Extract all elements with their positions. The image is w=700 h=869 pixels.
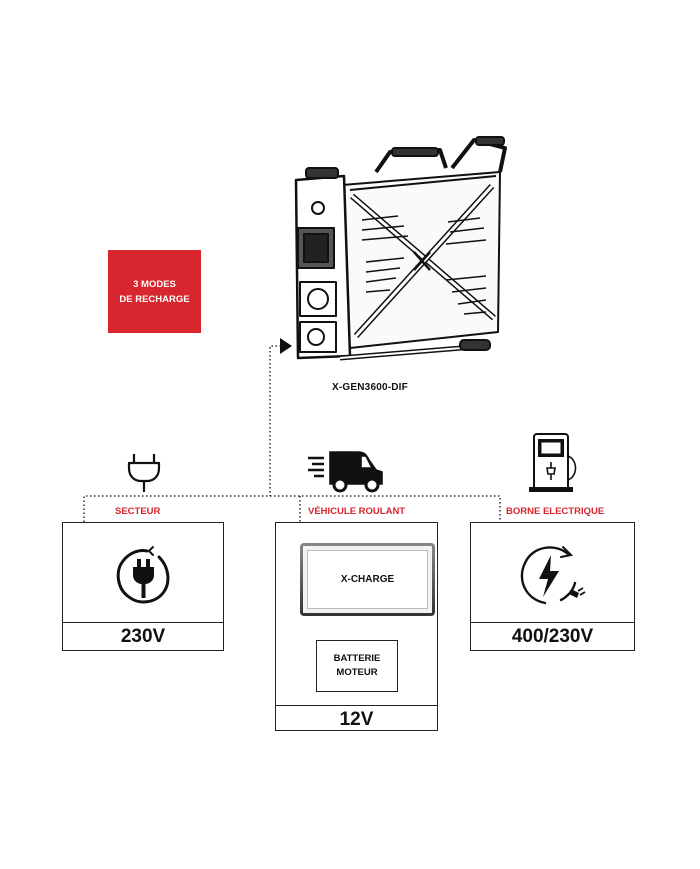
charging-station-icon [529,433,577,492]
panel-divider [63,622,223,623]
mode-title-vehicule: VÉHICULE ROULANT [305,506,409,517]
voltage-secteur: 230V [120,626,166,647]
mode-title-borne: BORNE ELECTRIQUE [503,506,608,517]
mode-panel-borne: 400/230V [470,522,635,651]
engine-battery-box: BATTERIE MOTEUR [316,640,398,692]
van-icon [308,451,383,493]
x-charge-label: X-CHARGE [340,574,395,585]
battery-line-1: BATTERIE [333,653,381,664]
badge-line-1: 3 MODES [133,278,176,290]
badge-line-2: DE RECHARGE [119,293,190,305]
modes-badge: 3 MODES DE RECHARGE [108,250,201,333]
voltage-borne: 400/230V [511,626,594,647]
lightning-cycle-icon [520,546,586,605]
battery-line-2: MOTEUR [336,667,378,678]
mode-title-secteur: SECTEUR [112,506,164,517]
voltage-vehicule: 12V [339,709,374,730]
plug-icon [127,454,161,492]
panel-divider [276,705,437,706]
mode-panel-secteur: 230V [62,522,224,651]
device-model-label: X-GEN3600-DIF [332,382,408,393]
panel-divider [471,622,634,623]
x-charge-unit: X-CHARGE [300,543,435,616]
plug-circle-icon [116,546,170,604]
